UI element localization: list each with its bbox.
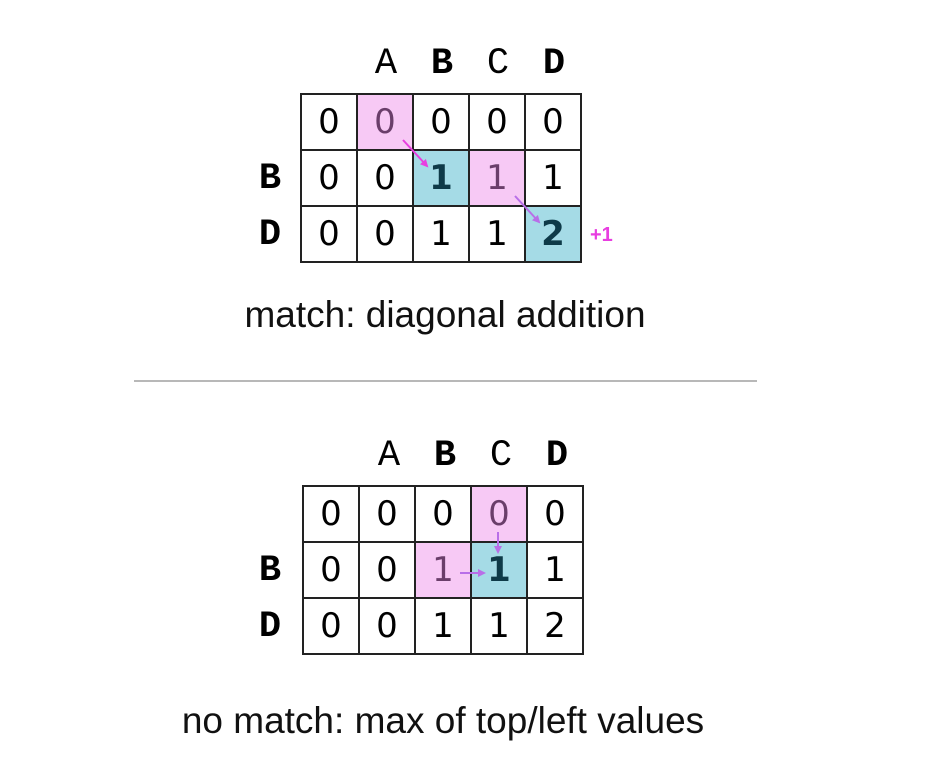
table-cell: 1 — [526, 151, 582, 207]
table-cell: 1 — [416, 599, 472, 655]
caption-no-match: no match: max of top/left values — [181, 700, 705, 741]
table-cell: 1 — [470, 207, 526, 263]
col-header-c: C — [486, 43, 510, 85]
table-cell: 2 — [528, 599, 584, 655]
col-header-b: B — [433, 435, 457, 477]
table-cell-diagonal-source: 0 — [358, 95, 414, 151]
table-cell: 0 — [304, 543, 360, 599]
table-cell: 1 — [414, 207, 470, 263]
table-cell: 0 — [304, 487, 360, 543]
table-cell: 0 — [358, 207, 414, 263]
table-cell: 1 — [472, 599, 528, 655]
table-cell: 0 — [360, 543, 416, 599]
lcs-match-diagram: A B C D B D 0 0 0 0 0 0 0 1 1 1 0 0 1 1 … — [0, 0, 946, 335]
table-cell: 0 — [360, 487, 416, 543]
table-cell: 0 — [302, 207, 358, 263]
table-cell-max-result: 1 — [472, 543, 528, 599]
col-header-d: D — [542, 43, 566, 85]
lcs-no-match-diagram: A B C D B D 0 0 0 0 0 0 0 1 1 1 0 0 1 1 … — [0, 392, 946, 741]
lcs-table: 0 0 0 0 0 0 0 1 1 1 0 0 1 1 2 — [302, 485, 584, 655]
table-cell: 0 — [526, 95, 582, 151]
table-cell: 0 — [470, 95, 526, 151]
col-header-a: A — [377, 435, 401, 477]
table-cell: 0 — [416, 487, 472, 543]
plus-one-annotation: +1 — [590, 224, 613, 246]
row-header-d: D — [258, 214, 282, 256]
caption-match: match: diagonal addition — [244, 294, 646, 335]
table-cell-diagonal-source: 1 — [470, 151, 526, 207]
table-cell: 1 — [528, 543, 584, 599]
col-header-d: D — [545, 435, 569, 477]
table-cell-left-source: 1 — [416, 543, 472, 599]
table-cell-top-source: 0 — [472, 487, 528, 543]
table-cell: 0 — [304, 599, 360, 655]
table-cell: 0 — [302, 95, 358, 151]
table-cell-match-result: 2 — [526, 207, 582, 263]
table-cell: 0 — [528, 487, 584, 543]
table-cell: 0 — [302, 151, 358, 207]
col-header-a: A — [374, 43, 398, 85]
section-divider — [134, 380, 757, 382]
lcs-table: 0 0 0 0 0 0 0 1 1 1 0 0 1 1 2 — [300, 93, 582, 263]
table-cell: 0 — [358, 151, 414, 207]
table-cell-match-result: 1 — [414, 151, 470, 207]
table-cell: 0 — [414, 95, 470, 151]
table-cell: 0 — [360, 599, 416, 655]
col-header-b: B — [430, 43, 454, 85]
row-header-b: B — [258, 158, 282, 200]
col-header-c: C — [489, 435, 513, 477]
row-header-d: D — [258, 606, 282, 648]
row-header-b: B — [258, 550, 282, 592]
